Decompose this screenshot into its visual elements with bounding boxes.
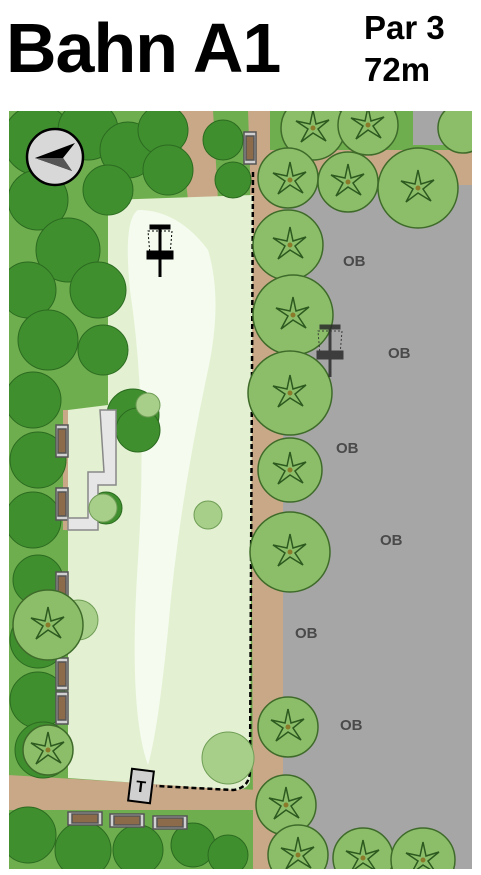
hole-title: Bahn A1 bbox=[6, 9, 281, 87]
ob-line bbox=[155, 171, 255, 792]
ob-label: OB bbox=[295, 625, 318, 642]
ob-label: OB bbox=[388, 345, 411, 362]
hole-distance: 72m bbox=[364, 51, 431, 88]
hole-par: Par 3 bbox=[364, 9, 445, 46]
course-map: OB OB OB OB OB OB T bbox=[8, 110, 473, 870]
compass-north-arrow-icon bbox=[25, 127, 85, 187]
bench-icon bbox=[55, 131, 257, 830]
tee-pad-icon: T bbox=[127, 767, 155, 805]
map-frame bbox=[8, 110, 473, 870]
bush-light bbox=[57, 392, 255, 785]
structure-outline bbox=[67, 409, 117, 531]
tree-canopy-bottom bbox=[8, 806, 249, 870]
ob-label: OB bbox=[340, 717, 363, 734]
tee-label: T bbox=[135, 778, 147, 796]
basket-icon bbox=[316, 324, 344, 377]
basket-icon bbox=[146, 224, 174, 277]
fairway-center bbox=[127, 210, 216, 765]
ob-label: OB bbox=[380, 532, 403, 549]
ob-label: OB bbox=[343, 253, 366, 270]
ob-label: OB bbox=[336, 440, 359, 457]
